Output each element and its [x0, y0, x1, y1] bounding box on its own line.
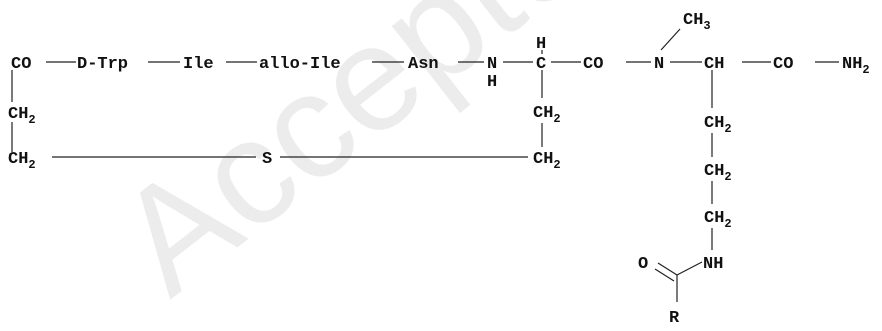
- ring-ch2-bottom-sub: 2: [28, 158, 35, 172]
- atom-r-group: R: [669, 309, 680, 328]
- svg-text:CH2: CH2: [533, 104, 561, 126]
- svg-text:CH2: CH2: [533, 150, 561, 172]
- methyl-base: CH: [683, 11, 703, 30]
- atom-co-1: CO: [583, 55, 603, 74]
- nh2-base: NH: [842, 55, 862, 74]
- svg-text:NH2: NH2: [842, 55, 870, 77]
- residue-asn: Asn: [408, 55, 439, 74]
- atom-n-methyl: N: [654, 55, 664, 74]
- group-cys-ch2-lower: CH2: [533, 150, 561, 172]
- cys-ch2-upper-sub: 2: [553, 112, 560, 126]
- residue-ile: Ile: [183, 55, 214, 74]
- atom-co-2: CO: [773, 55, 793, 74]
- side-ch2-2-sub: 2: [724, 170, 731, 184]
- atom-nh-side: NH: [703, 255, 723, 274]
- ring-ch2-bottom-base: CH: [8, 150, 28, 169]
- atom-co-ring: CO: [11, 55, 31, 74]
- atoms: CO D-Trp Ile allo-Ile Asn N H H C CO N C…: [8, 11, 870, 328]
- methyl-sub: 3: [703, 19, 710, 33]
- svg-text:CH2: CH2: [704, 162, 732, 184]
- bond-c-o-2: [654, 268, 675, 282]
- svg-text:CH3: CH3: [683, 11, 711, 33]
- nh2-sub: 2: [862, 63, 869, 77]
- group-side-ch2-3: CH2: [704, 209, 732, 231]
- bond-n-methyl: [660, 28, 681, 51]
- watermark-text: Accepted Ma: [86, 0, 880, 325]
- group-side-ch2-2: CH2: [704, 162, 732, 184]
- group-methyl: CH3: [683, 11, 711, 33]
- residue-d-trp: D-Trp: [77, 55, 128, 74]
- bond-c-o-1: [657, 262, 678, 276]
- atom-ch: CH: [704, 55, 724, 74]
- svg-text:CH2: CH2: [704, 209, 732, 231]
- svg-text:CH2: CH2: [704, 114, 732, 136]
- bonds: [11, 28, 839, 302]
- ring-ch2-top-sub: 2: [28, 113, 35, 127]
- atom-carbonyl-o: O: [638, 255, 648, 274]
- group-nh2: NH2: [842, 55, 870, 77]
- atom-h-alpha: H: [536, 35, 546, 54]
- atom-n-amide: N: [487, 55, 497, 74]
- bond-nh-c: [676, 261, 703, 276]
- svg-text:CH2: CH2: [8, 105, 36, 127]
- group-cys-ch2-upper: CH2: [533, 104, 561, 126]
- group-side-ch2-1: CH2: [704, 114, 732, 136]
- atom-c-alpha: C: [536, 55, 546, 74]
- side-ch2-1-sub: 2: [724, 122, 731, 136]
- side-ch2-3-base: CH: [704, 209, 724, 228]
- group-ring-ch2-bottom: CH2: [8, 150, 36, 172]
- group-ring-ch2-top: CH2: [8, 105, 36, 127]
- residue-allo-ile: allo-Ile: [259, 55, 341, 74]
- atom-sulfur: S: [262, 150, 272, 169]
- svg-text:CH2: CH2: [8, 150, 36, 172]
- side-ch2-3-sub: 2: [724, 217, 731, 231]
- watermark: Accepted Ma: [86, 0, 880, 325]
- ring-ch2-top-base: CH: [8, 105, 28, 124]
- atom-h-amide: H: [487, 73, 497, 92]
- side-ch2-1-base: CH: [704, 114, 724, 133]
- cys-ch2-lower-base: CH: [533, 150, 553, 169]
- side-ch2-2-base: CH: [704, 162, 724, 181]
- cys-ch2-lower-sub: 2: [553, 158, 560, 172]
- cys-ch2-upper-base: CH: [533, 104, 553, 123]
